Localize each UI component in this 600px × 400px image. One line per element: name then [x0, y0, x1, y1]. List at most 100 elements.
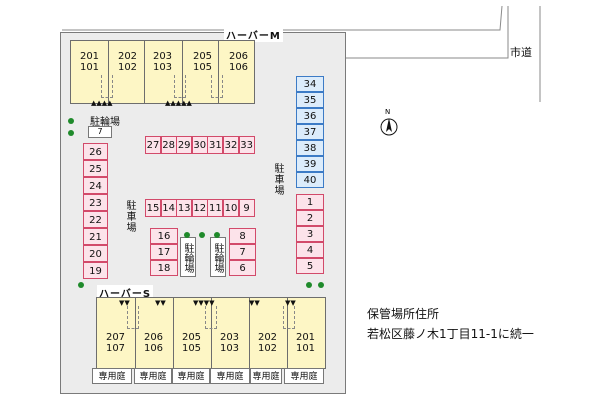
parking-space: 15 [145, 199, 161, 217]
entrance-markers: ▼▼ [285, 299, 296, 307]
parking-space: 24 [83, 177, 108, 194]
parking-space: 2 [296, 210, 324, 226]
storage-address-title: 保管場所住所 [367, 307, 440, 321]
parking-space: 35 [296, 92, 324, 108]
unit-divider [249, 298, 250, 368]
parking-space: 17 [150, 244, 178, 260]
parking-space: 19 [83, 262, 108, 279]
tree-icon [199, 232, 205, 238]
parking-space: 33 [238, 136, 255, 154]
parking-space: 22 [83, 211, 108, 228]
private-garden: 専用庭 [92, 368, 132, 384]
stairs-icon [205, 306, 217, 329]
road-edge [62, 5, 503, 31]
unit-divider [108, 41, 109, 103]
entrance-markers: ▲▲▲▲▲ [165, 99, 192, 107]
parking-space: 39 [296, 156, 324, 172]
stairs-icon [101, 75, 113, 98]
parking-space: 4 [296, 242, 324, 258]
parking-space: 28 [160, 136, 177, 154]
parking-space: 18 [150, 260, 178, 276]
tree-icon [318, 282, 324, 288]
bike-parking-top: 7 [88, 126, 112, 138]
parking-space: 37 [296, 124, 324, 140]
bike-parking-inner-left: 駐輪場 [180, 237, 196, 277]
storage-address: 若松区藤ノ木1丁目11-1に続一 [367, 327, 534, 341]
compass-letter: N [385, 108, 391, 116]
stairs-icon [127, 306, 139, 329]
parking-space: 31 [207, 136, 224, 154]
bike-parking-label-top: 駐輪場 [90, 117, 120, 128]
bike-parking-inner-right: 駐輪場 [210, 237, 226, 277]
parking-label-left: 駐車場 [124, 200, 135, 233]
private-garden: 専用庭 [284, 368, 324, 384]
entrance-markers: ▼▼ [155, 299, 166, 307]
private-garden: 専用庭 [250, 368, 282, 384]
parking-space: 32 [223, 136, 239, 154]
tree-icon [184, 232, 190, 238]
parking-label-right: 駐車場 [272, 163, 283, 196]
parking-space: 21 [83, 228, 108, 245]
tree-icon [68, 118, 74, 124]
unit-divider [173, 298, 174, 368]
parking-space: 10 [223, 199, 239, 217]
private-garden: 専用庭 [172, 368, 210, 384]
private-garden: 専用庭 [210, 368, 250, 384]
parking-space: 36 [296, 108, 324, 124]
entrance-markers: ▼▼ [249, 299, 260, 307]
north-compass: N [378, 108, 400, 138]
tree-icon [214, 232, 220, 238]
parking-space: 40 [296, 172, 324, 188]
parking-space: 6 [229, 260, 256, 276]
south-building-name: ハーバーS [97, 285, 154, 300]
stairs-icon [283, 306, 295, 329]
road-label: 市道 [510, 46, 532, 59]
unit-divider [211, 298, 212, 368]
road-edge-east [344, 6, 509, 59]
parking-space: 3 [296, 226, 324, 242]
parking-space: 26 [83, 143, 108, 160]
private-garden: 専用庭 [134, 368, 172, 384]
parking-space: 29 [176, 136, 193, 154]
parking-space: 30 [191, 136, 208, 154]
north-building-name: ハーバーM [224, 27, 283, 42]
parking-space: 7 [229, 244, 256, 260]
compass-icon [380, 118, 398, 136]
parking-space: 23 [83, 194, 108, 211]
parking-space: 20 [83, 245, 108, 262]
parking-space: 1 [296, 194, 324, 210]
entrance-markers: ▲▲▲▲ [91, 99, 113, 107]
stairs-icon [174, 75, 186, 98]
parking-space: 8 [229, 228, 256, 244]
tree-icon [78, 282, 84, 288]
unit-divider [218, 41, 219, 103]
unit-divider [182, 41, 183, 103]
unit-divider [135, 298, 136, 368]
tree-icon [306, 282, 312, 288]
parking-space: 38 [296, 140, 324, 156]
stairs-icon [211, 75, 223, 98]
tree-icon [68, 130, 74, 136]
parking-space: 16 [150, 228, 178, 244]
parking-space: 14 [160, 199, 177, 217]
parking-space: 5 [296, 258, 324, 274]
parking-space: 27 [145, 136, 161, 154]
parking-space: 9 [238, 199, 255, 217]
parking-space: 25 [83, 160, 108, 177]
unit-divider [144, 41, 145, 103]
parking-space: 11 [207, 199, 224, 217]
parking-space: 34 [296, 76, 324, 92]
parking-space: 12 [191, 199, 208, 217]
